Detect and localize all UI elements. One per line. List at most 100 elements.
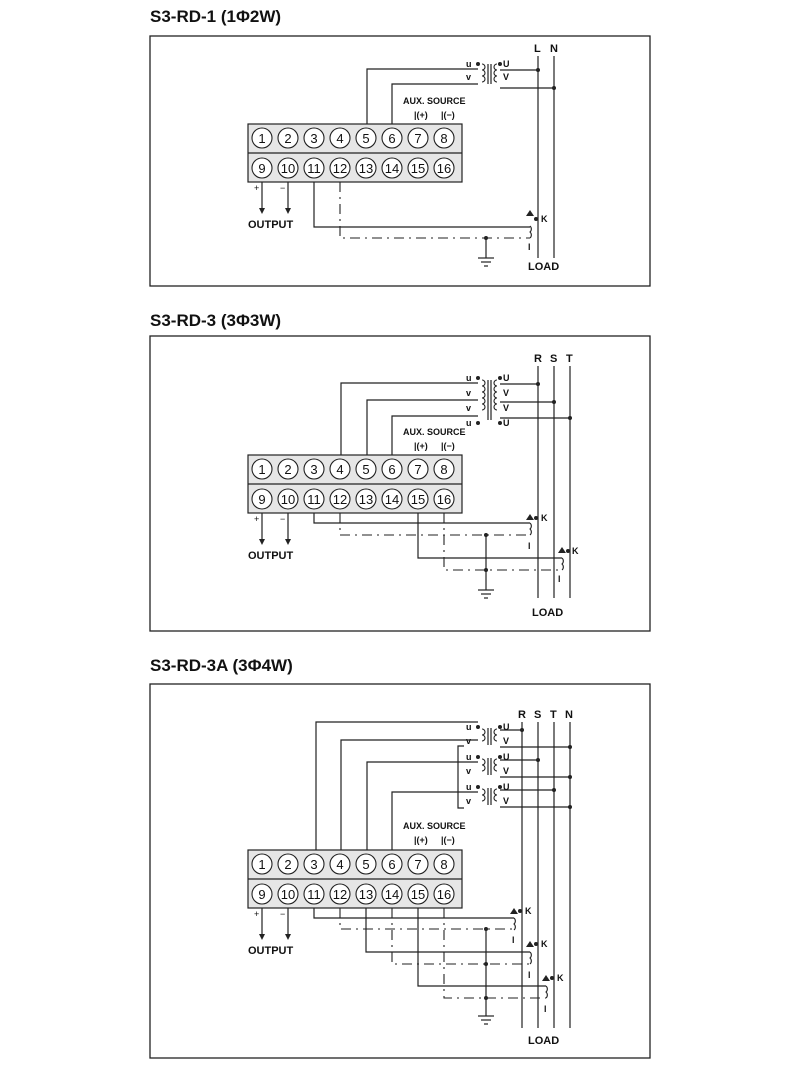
line-label-r: R xyxy=(534,353,542,365)
svg-text:|(+): |(+) xyxy=(414,441,428,451)
line-label-s: S xyxy=(550,353,557,365)
aux-minus-label: |(−) xyxy=(441,110,455,120)
terminal-15 xyxy=(407,157,429,179)
svg-text:v: v xyxy=(466,796,471,806)
svg-text:K: K xyxy=(541,513,548,523)
svg-text:|(−): |(−) xyxy=(441,835,455,845)
terminal-16 xyxy=(433,157,455,179)
svg-text:4: 4 xyxy=(336,462,343,477)
svg-text:11: 11 xyxy=(307,887,321,902)
svg-text:3: 3 xyxy=(310,131,317,146)
svg-text:|(−): |(−) xyxy=(441,441,455,451)
svg-text:−: − xyxy=(280,514,285,524)
svg-text:4: 4 xyxy=(336,131,343,146)
svg-text:u: u xyxy=(466,722,472,732)
svg-text:U: U xyxy=(503,722,510,732)
svg-text:14: 14 xyxy=(385,161,399,176)
diagram-title: S3-RD-1 (1Φ2W) xyxy=(150,7,281,26)
load-label: LOAD xyxy=(532,607,563,619)
terminal-block: 1 2 3 4 5 6 7 8 9 10 11 12 13 14 15 16 xyxy=(247,849,463,909)
pt-secondary-u: u xyxy=(466,59,472,69)
svg-text:3: 3 xyxy=(310,462,317,477)
svg-text:15: 15 xyxy=(411,161,425,176)
current-transformer-s: K l xyxy=(526,939,548,980)
diagram-s3-rd-1: S3-RD-1 (1Φ2W) L N u v U V AUX. SOURCE |… xyxy=(149,7,651,287)
svg-text:3: 3 xyxy=(310,857,317,872)
svg-text:6: 6 xyxy=(388,462,395,477)
diagram-title: S3-RD-3 (3Φ3W) xyxy=(150,311,281,330)
svg-text:+: + xyxy=(254,909,259,919)
svg-text:2: 2 xyxy=(284,462,291,477)
current-transformer: K l xyxy=(526,210,548,252)
potential-transformer-1: u v U V xyxy=(466,722,510,746)
current-transformer-t: K l xyxy=(558,546,579,584)
svg-text:v: v xyxy=(466,388,471,398)
terminal-row-top: 1 2 3 4 5 6 7 8 xyxy=(251,458,455,480)
output-label: OUTPUT xyxy=(248,550,294,562)
svg-text:K: K xyxy=(525,906,532,916)
svg-text:16: 16 xyxy=(437,161,451,176)
terminal-13 xyxy=(355,157,377,179)
diagram-frame xyxy=(149,683,651,1059)
svg-text:u: u xyxy=(466,373,472,383)
pt-primary-u: U xyxy=(503,59,510,69)
current-transformer-t: K l xyxy=(542,973,564,1014)
svg-text:16: 16 xyxy=(437,492,451,507)
diagram-title: S3-RD-3A (3Φ4W) xyxy=(150,656,293,675)
svg-text:V: V xyxy=(503,403,509,413)
svg-text:5: 5 xyxy=(362,462,369,477)
ct-l-label: l xyxy=(528,242,531,252)
svg-text:l: l xyxy=(528,970,531,980)
svg-text:V: V xyxy=(503,736,509,746)
terminal-12 xyxy=(329,157,351,179)
terminal-row-bottom: 9 10 11 12 13 14 15 16 xyxy=(251,883,455,905)
terminal-row-bottom: 9 10 11 12 13 14 15 16 xyxy=(251,157,455,179)
svg-text:6: 6 xyxy=(388,857,395,872)
output-label: OUTPUT xyxy=(248,945,294,957)
svg-text:u: u xyxy=(466,752,472,762)
terminal-3 xyxy=(303,127,325,149)
terminal-block: 1 2 3 4 5 6 7 8 9 10 11 12 13 14 15 16 xyxy=(247,454,463,514)
output-plus: + xyxy=(254,183,259,193)
svg-text:8: 8 xyxy=(440,131,447,146)
svg-text:15: 15 xyxy=(411,492,425,507)
line-label-n: N xyxy=(550,43,558,55)
svg-text:4: 4 xyxy=(336,857,343,872)
terminal-9 xyxy=(251,157,273,179)
svg-text:2: 2 xyxy=(284,857,291,872)
pt-secondary-v: v xyxy=(466,72,471,82)
terminal-6 xyxy=(381,127,403,149)
terminal-1 xyxy=(251,127,273,149)
terminal-8 xyxy=(433,127,455,149)
svg-text:7: 7 xyxy=(414,462,421,477)
terminal-2 xyxy=(277,127,299,149)
svg-text:U: U xyxy=(503,752,510,762)
load-label: LOAD xyxy=(528,261,559,273)
svg-text:T: T xyxy=(550,709,557,721)
ct-k-label: K xyxy=(541,214,548,224)
svg-text:14: 14 xyxy=(385,887,399,902)
line-label-t: T xyxy=(566,353,573,365)
svg-text:13: 13 xyxy=(359,887,373,902)
line-label-l: L xyxy=(534,43,541,55)
svg-text:5: 5 xyxy=(362,131,369,146)
aux-source-label: AUX. SOURCE xyxy=(403,96,466,106)
svg-text:10: 10 xyxy=(281,492,295,507)
terminal-5 xyxy=(355,127,377,149)
terminal-row-top: 1 2 3 4 5 6 7 8 xyxy=(251,127,455,149)
svg-text:13: 13 xyxy=(359,161,373,176)
svg-text:15: 15 xyxy=(411,887,425,902)
terminal-row-top: 1 2 3 4 5 6 7 8 xyxy=(251,853,455,875)
output-label: OUTPUT xyxy=(248,219,294,231)
svg-text:14: 14 xyxy=(385,492,399,507)
svg-text:10: 10 xyxy=(281,161,295,176)
potential-transformer-2: u v U V xyxy=(466,752,510,776)
svg-text:12: 12 xyxy=(333,492,347,507)
svg-text:U: U xyxy=(503,782,510,792)
svg-text:AUX. SOURCE: AUX. SOURCE xyxy=(403,427,466,437)
svg-text:K: K xyxy=(572,546,579,556)
current-transformer-r: K l xyxy=(526,513,548,551)
svg-text:1: 1 xyxy=(258,131,265,146)
svg-text:u: u xyxy=(466,418,472,428)
svg-text:K: K xyxy=(557,973,564,983)
